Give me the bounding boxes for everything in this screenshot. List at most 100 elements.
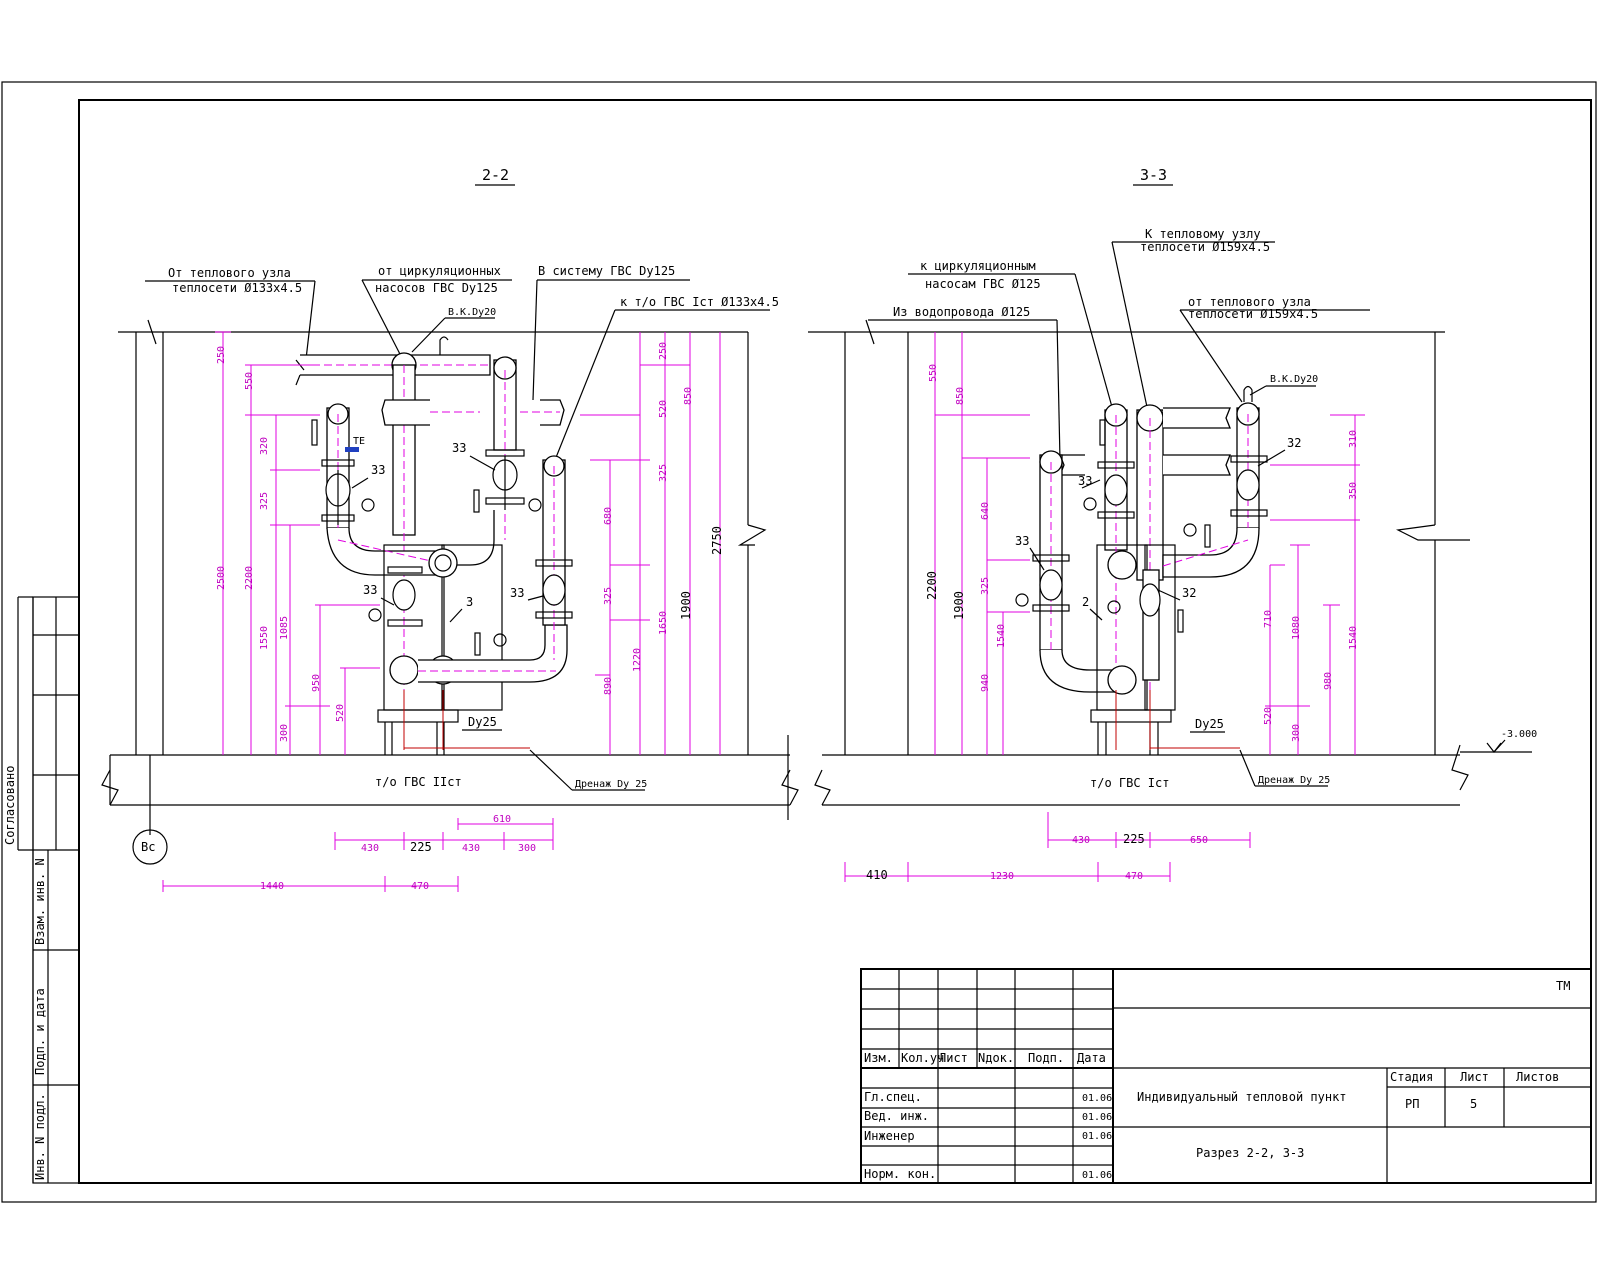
dim-v-1085: 1085	[279, 616, 290, 640]
dim-v-2750: 2750	[710, 526, 724, 555]
label-to-node: К тепловому узлу	[1145, 227, 1261, 241]
sheet-title: Разрез 2-2, 3-3	[1196, 1146, 1304, 1160]
dim-h-r-470: 470	[1125, 871, 1143, 882]
dim-v-r-550: 550	[928, 364, 939, 382]
section-title-2-2: 2-2	[482, 166, 509, 184]
dim-v-r-325: 325	[980, 577, 991, 595]
dim-h-r-225: 225	[1123, 832, 1145, 846]
dim-v-1900: 1900	[679, 591, 693, 620]
hdr-koluch: Кол.уч	[901, 1051, 944, 1065]
dim-v-890: 890	[603, 677, 614, 695]
callout-33-d: 33	[510, 586, 524, 600]
callout-32-b: 32	[1182, 586, 1196, 600]
dim-v-1550: 1550	[259, 626, 270, 650]
role-0: Гл.спец.	[864, 1090, 922, 1104]
dim-h-470: 470	[411, 881, 429, 892]
dim-v-r-640: 640	[980, 502, 991, 520]
dim-v-320: 320	[259, 437, 270, 455]
axis-bubble	[132, 829, 168, 865]
callout-33-e: 33	[1078, 474, 1092, 488]
dim-v-r-1080: 1080	[1291, 616, 1302, 640]
role-0-date: 01.06	[1082, 1093, 1112, 1104]
label-dy25-left: Dу25	[468, 715, 497, 729]
dim-v-850: 850	[683, 387, 694, 405]
floor-label-right: т/о ГВС Iст	[1090, 776, 1169, 790]
label-to-circ: к циркуляционным	[920, 259, 1036, 273]
stage-label: Стадия	[1390, 1070, 1433, 1084]
dim-v-250-a: 250	[216, 346, 227, 364]
dim-v-550: 550	[244, 372, 255, 390]
hdr-list: Лист	[939, 1051, 968, 1065]
dim-h-r-650: 650	[1190, 835, 1208, 846]
label-from-node: От теплового узла	[168, 266, 291, 280]
label-from-node-pipe: теплосети Ø133x4.5	[172, 281, 302, 295]
section-title-3-3: 3-3	[1140, 166, 1167, 184]
dim-h-r-1230: 1230	[990, 871, 1014, 882]
dim-v-1650: 1650	[658, 611, 669, 635]
dim-v-325: 325	[259, 492, 270, 510]
role-4: Норм. кон.	[864, 1167, 936, 1181]
stage-value: РП	[1405, 1097, 1419, 1111]
role-1-date: 01.06	[1082, 1112, 1112, 1123]
doc-code: ТМ	[1556, 979, 1570, 993]
label-from-water: Из водопровода Ø125	[893, 305, 1030, 319]
label-from-node-pipe-right: теплосети Ø159x4.5	[1188, 307, 1318, 321]
dim-v-r-520: 520	[1263, 707, 1274, 725]
callout-32-a: 32	[1287, 436, 1301, 450]
dim-v-r-350: 350	[1348, 482, 1359, 500]
label-drain-right: Дренаж Dу 25	[1258, 775, 1330, 786]
level-mark: -3.000	[1501, 729, 1537, 740]
dim-v-r-710: 710	[1263, 610, 1274, 628]
floor-label-left: т/о ГВС IIст	[375, 775, 462, 789]
dim-v-950: 950	[311, 674, 322, 692]
stamp-inv: Инв. N подл.	[33, 1093, 47, 1180]
hdr-izm: Изм.	[864, 1051, 893, 1065]
dim-v-680: 680	[603, 507, 614, 525]
label-from-circ: от циркуляционных	[378, 264, 501, 278]
dim-v-r-1900: 1900	[952, 591, 966, 620]
label-vent-right: В.К.Dу20	[1270, 374, 1318, 385]
dim-v-1220: 1220	[632, 648, 643, 672]
hdr-ndok: Nдок.	[978, 1051, 1014, 1065]
dim-v-325-c: 325	[603, 587, 614, 605]
dim-v-300: 300	[279, 724, 290, 742]
dim-h-r-410: 410	[866, 868, 888, 882]
dim-h-430-b: 430	[462, 843, 480, 854]
dim-v-325-b: 325	[658, 464, 669, 482]
label-vent-left: В.К.Dу20	[448, 307, 496, 318]
object-name: Индивидуальный тепловой пункт	[1137, 1090, 1347, 1104]
dim-h-1440: 1440	[260, 881, 284, 892]
dim-v-2500: 2500	[216, 566, 227, 590]
dim-h-225: 225	[410, 840, 432, 854]
section-3-3: 3-3 -3.000 т/о ГВС Iст к циркуляционным …	[808, 166, 1537, 882]
role-4-date: 01.06	[1082, 1170, 1112, 1181]
title-block: ТМ Изм. Кол.уч Лист Nдок. Подп. Дата Гл.…	[860, 968, 1592, 1184]
sheet-label: Лист	[1460, 1070, 1489, 1084]
label-dy25-right: Dу25	[1195, 717, 1224, 731]
item-2-label: 2	[1082, 595, 1089, 609]
role-2: Инженер	[864, 1129, 915, 1143]
item-3-label: 3	[466, 595, 473, 609]
dim-v-250-b: 250	[658, 342, 669, 360]
dim-v-r-980: 980	[1323, 672, 1334, 690]
dim-v-2200: 2200	[244, 566, 255, 590]
callout-33-f: 33	[1015, 534, 1029, 548]
label-te: TE	[353, 436, 365, 447]
callout-33-a: 33	[371, 463, 385, 477]
dim-v-r-2200: 2200	[925, 571, 939, 600]
inner-frame	[78, 99, 1592, 1184]
role-2-date: 01.06	[1082, 1131, 1112, 1142]
sheets-label: Листов	[1516, 1070, 1559, 1084]
label-to-node-pipe: теплосети Ø159x4.5	[1140, 240, 1270, 254]
dim-h-300: 300	[518, 843, 536, 854]
dim-v-r-850: 850	[955, 387, 966, 405]
stamp-podp: Подп. и дата	[33, 988, 47, 1075]
label-to-circ-pipe: насосам ГВС Ø125	[925, 277, 1041, 291]
label-to-system: В систему ГВС Dу125	[538, 264, 675, 278]
dim-v-r-940: 940	[980, 674, 991, 692]
dim-v-520-b: 520	[658, 400, 669, 418]
label-from-circ-pipe: насосов ГВС Dу125	[375, 281, 498, 295]
hdr-podp: Подп.	[1028, 1051, 1064, 1065]
label-to-hx: к т/о ГВС Iст Ø133x4.5	[620, 295, 779, 309]
